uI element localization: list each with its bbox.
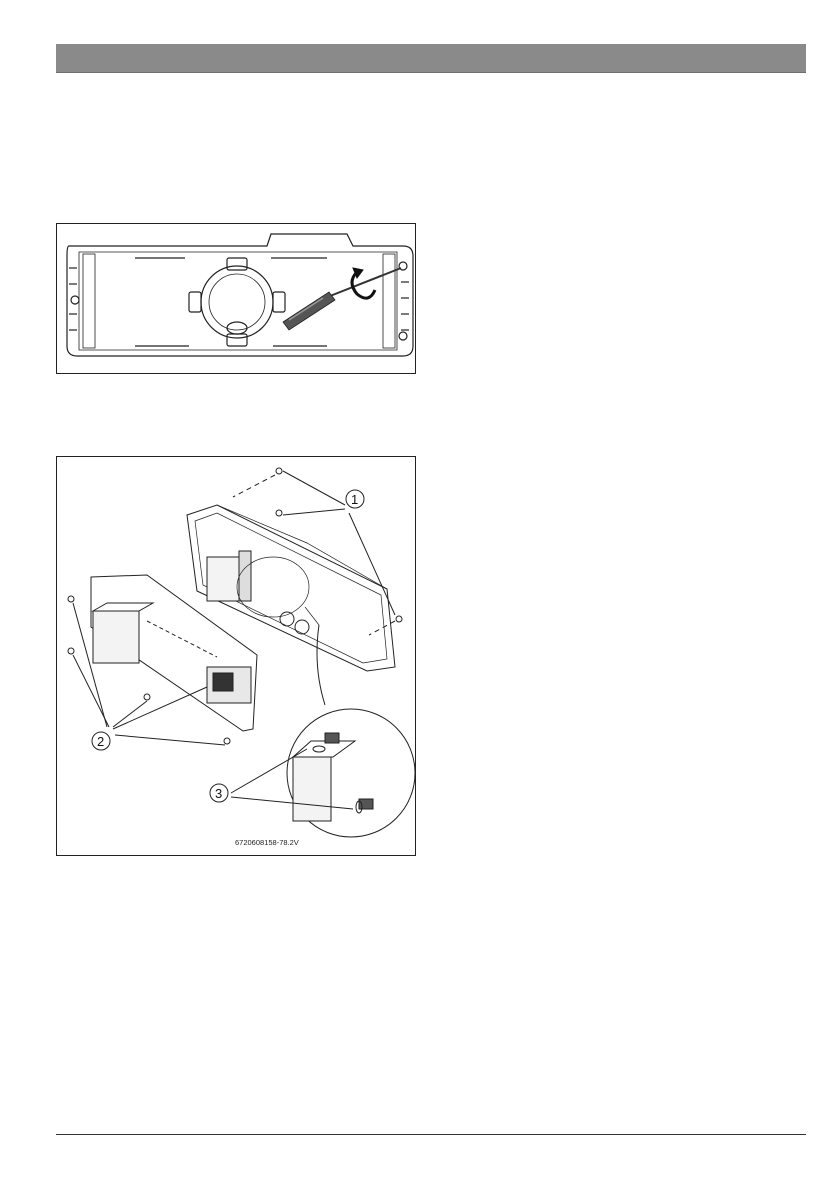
figure-code: 6720608158-78.2V [235, 838, 299, 847]
callout-3: 3 [210, 784, 228, 802]
exploded-view-drawing: 1 2 3 6720608158-78.2V [57, 457, 415, 855]
figure-control-box-screw [56, 223, 416, 374]
callout-1: 1 [346, 490, 364, 508]
header-bar [56, 44, 806, 73]
callout-2-label: 2 [97, 734, 104, 749]
callout-1-label: 1 [351, 492, 358, 507]
figure-exploded-view: 1 2 3 6720608158-78.2V [56, 456, 416, 856]
control-box-drawing [57, 224, 415, 373]
callout-3-label: 3 [215, 786, 222, 801]
callout-2: 2 [92, 732, 110, 750]
footer-rule [56, 1134, 806, 1135]
